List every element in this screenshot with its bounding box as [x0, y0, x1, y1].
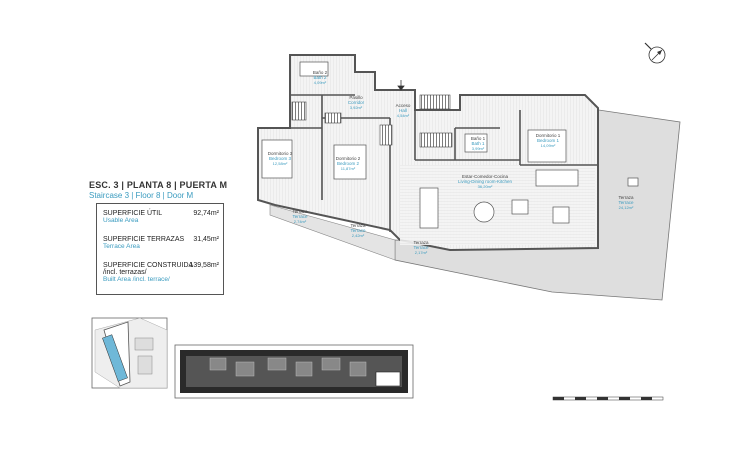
- room-name: Baño 1: [471, 136, 486, 141]
- room-area: 3,99m²: [472, 146, 485, 151]
- usable-area-value: 92,74m²: [193, 210, 219, 217]
- terrace-area-en: Terrace Area: [103, 243, 140, 250]
- room-name: Terraza: [292, 209, 308, 214]
- room-area: 36,20m²: [478, 184, 493, 189]
- usable-area-row: SUPERFICIE ÚTIL 92,74m² Usable Area: [103, 210, 219, 224]
- dining-table: [473, 201, 495, 223]
- building-key-plan: [174, 344, 414, 399]
- shaft-2: [419, 94, 451, 110]
- room-name: Estar-Comedor-Cocina: [462, 174, 509, 179]
- unit-title-main: ESC. 3 | PLANTA 8 | PUERTA M: [89, 180, 228, 190]
- room-area: 12,58m²: [273, 161, 288, 166]
- scale-bar: [552, 396, 664, 401]
- bed-1: [527, 129, 567, 163]
- room-area: 2,42m²: [352, 233, 365, 238]
- room-name: Pasillo: [349, 95, 363, 100]
- bed-3: [261, 139, 293, 179]
- area-summary: SUPERFICIE ÚTIL 92,74m² Usable Area SUPE…: [96, 203, 224, 295]
- shaft-4: [419, 132, 453, 148]
- room-name-en: Living-Dining room-Kitchen: [458, 179, 513, 184]
- shaft-3: [379, 124, 393, 146]
- room-name-en: Bath 2: [313, 75, 327, 80]
- shaft-5: [324, 112, 342, 124]
- room-name: Dormitorio 3: [268, 151, 293, 156]
- room-area: 14,09m²: [541, 143, 556, 148]
- tv-unit: [552, 206, 570, 224]
- room-name-en: Corridor: [348, 100, 365, 105]
- room-name: Terraza: [413, 240, 429, 245]
- terrace-lower: [269, 204, 396, 261]
- room-area: 11,87m²: [341, 166, 356, 171]
- room-name-en: Bath 1: [471, 141, 485, 146]
- room-area: 4,09m²: [314, 80, 327, 85]
- room-name-en: Terrace: [292, 214, 308, 219]
- bath-2-fixture: [299, 61, 329, 77]
- room-name: Dormitorio 1: [536, 133, 561, 138]
- unit-title-sub: Staircase 3 | Floor 8 | Door M: [89, 191, 194, 200]
- room-name-en: Terrace: [413, 245, 429, 250]
- room-name: Terraza: [350, 223, 366, 228]
- room-name: Dormitorio 2: [336, 156, 361, 161]
- room-name-en: Bedroom 3: [269, 156, 292, 161]
- unit-title: ESC. 3 | PLANTA 8 | PUERTA M Staircase 3…: [89, 180, 229, 200]
- room-area: 4,54m²: [397, 113, 410, 118]
- room-name-en: Bedroom 1: [537, 138, 560, 143]
- entrance-arrow-icon: [397, 80, 405, 91]
- built-area-label: SUPERFICIE CONSTRUIDA: [103, 262, 194, 269]
- room-labels: Baño 2 Bath 2 4,09m² Pasillo Corridor 3,…: [268, 70, 634, 255]
- room-area: 2,17m²: [415, 250, 428, 255]
- room-area: 2,74m²: [294, 219, 307, 224]
- terrace-area-value: 31,45m²: [193, 236, 219, 243]
- shaft-1: [291, 101, 307, 121]
- room-name: Baño 2: [313, 70, 328, 75]
- room-area: 24,12m²: [619, 205, 634, 210]
- room-name-en: Terrace: [350, 228, 366, 233]
- planter: [627, 177, 639, 187]
- room-name: Terraza: [618, 195, 634, 200]
- sofa: [535, 169, 579, 187]
- site-location-map: [91, 317, 168, 389]
- usable-area-label: SUPERFICIE ÚTIL: [103, 210, 163, 217]
- room-name-en: Hall: [399, 108, 407, 113]
- room-name-en: Bedroom 2: [337, 161, 360, 166]
- room-name-en: Terrace: [618, 200, 634, 205]
- built-area-line2: /incl. terrazas/: [103, 269, 147, 276]
- built-area-en: Built Area /incl. terrace/: [103, 276, 170, 283]
- north-arrow-icon: [644, 42, 666, 64]
- bathtub: [464, 133, 488, 153]
- room-name: Acceso: [396, 103, 411, 108]
- terrace-area-label: SUPERFICIE TERRAZAS: [103, 236, 185, 243]
- bed-2: [333, 144, 367, 180]
- armchair: [511, 199, 529, 215]
- built-area-value: 139,58m²: [189, 262, 219, 269]
- kitchen-island: [419, 187, 439, 229]
- room-area: 3,92m²: [350, 105, 363, 110]
- built-area-row: SUPERFICIE CONSTRUIDA 139,58m² /incl. te…: [103, 262, 219, 283]
- terrace-area-row: SUPERFICIE TERRAZAS 31,45m² Terrace Area: [103, 236, 219, 250]
- usable-area-en: Usable Area: [103, 217, 139, 224]
